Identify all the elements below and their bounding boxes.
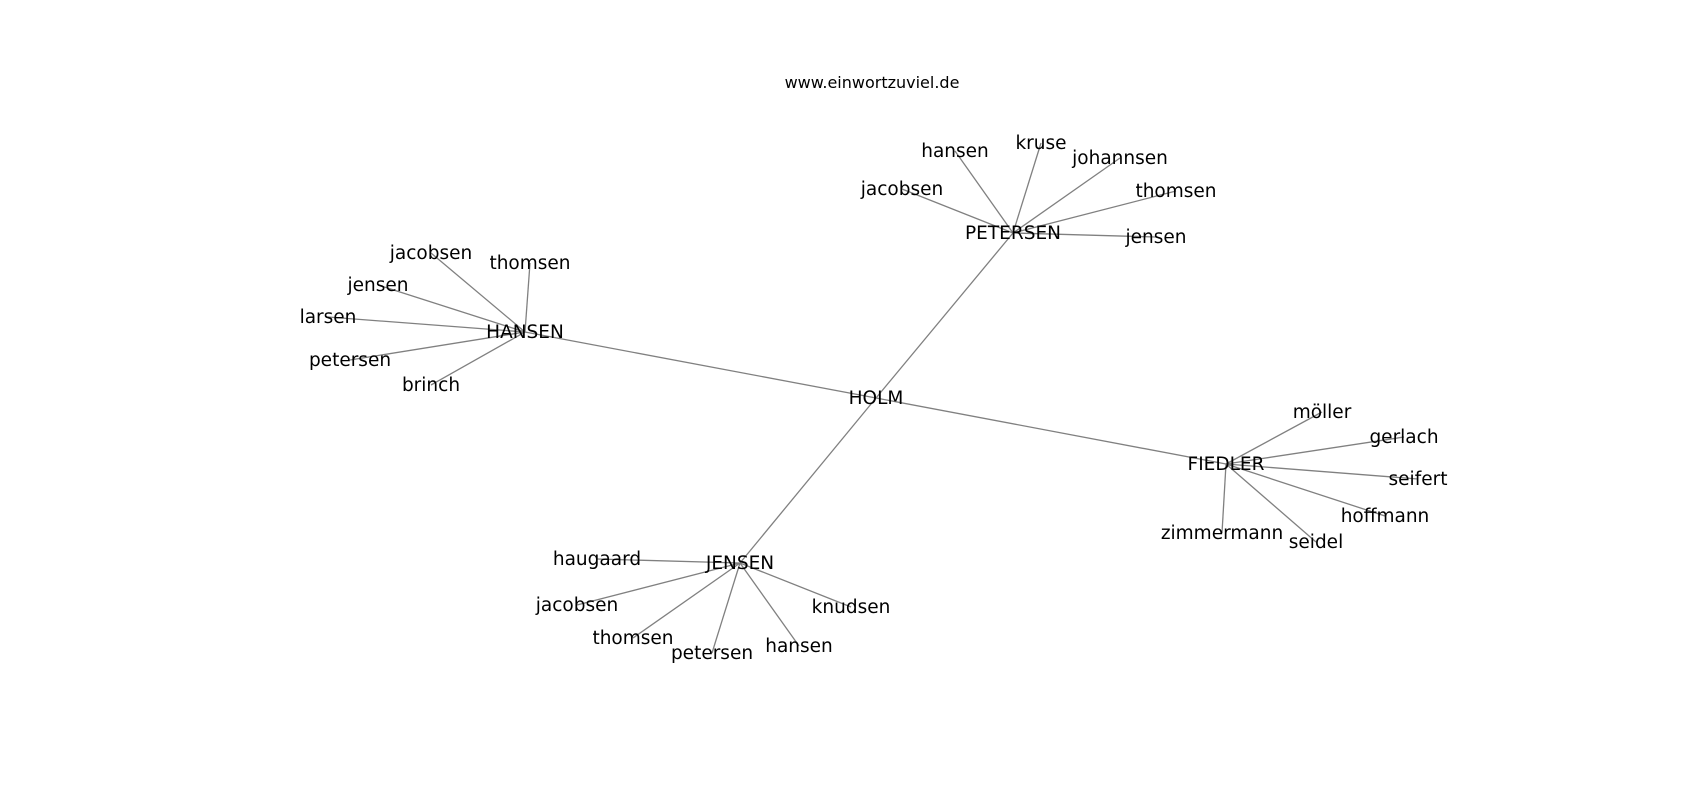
- node-petersen-jacobsen: jacobsen: [860, 179, 943, 200]
- edge-hansen-hansen-petersen: [349, 331, 526, 361]
- edge-jensen-jensen-haugaard: [596, 558, 741, 564]
- node-fiedler: FIEDLER: [1188, 454, 1265, 475]
- node-hansen-thomsen: thomsen: [489, 253, 570, 274]
- node-fiedler-hoffmann: hoffmann: [1341, 506, 1430, 527]
- node-jensen-jacobsen: jacobsen: [535, 595, 618, 616]
- edge-fiedler-fiedler-seidel: [1225, 463, 1317, 543]
- edge-holm-petersen: [875, 232, 1014, 399]
- node-jensen-hansen: hansen: [765, 636, 833, 657]
- edge-fiedler-fiedler-gerlach: [1225, 436, 1405, 465]
- edge-fiedler-fiedler-seifert: [1225, 463, 1419, 480]
- node-petersen: PETERSEN: [965, 223, 1061, 244]
- edge-petersen-petersen-thomsen: [1012, 190, 1177, 234]
- node-petersen-johannsen: johannsen: [1071, 148, 1168, 169]
- node-hansen-jensen: jensen: [347, 275, 409, 296]
- edge-jensen-jensen-hansen: [739, 562, 800, 647]
- edge-jensen-jensen-petersen: [711, 562, 741, 654]
- edge-hansen-hansen-jacobsen: [430, 252, 526, 333]
- edge-jensen-jensen-jacobsen: [576, 562, 741, 606]
- edge-petersen-petersen-kruse: [1012, 142, 1042, 234]
- edge-hansen-hansen-thomsen: [524, 262, 531, 333]
- node-jensen: JENSEN: [705, 553, 774, 574]
- edge-holm-jensen: [739, 397, 877, 564]
- edge-jensen-jensen-knudsen: [739, 562, 852, 608]
- node-petersen-kruse: kruse: [1015, 133, 1066, 154]
- edge-fiedler-fiedler-zimmermann: [1221, 463, 1227, 534]
- node-jensen-haugaard: haugaard: [553, 549, 641, 570]
- node-hansen-larsen: larsen: [300, 307, 357, 328]
- node-fiedler-seidel: seidel: [1289, 532, 1343, 553]
- edge-fiedler-fiedler-hoffmann: [1225, 463, 1386, 517]
- edge-layer: [327, 142, 1419, 654]
- edge-petersen-petersen-hansen: [954, 150, 1014, 234]
- node-fiedler-seifert: seifert: [1389, 469, 1448, 490]
- label-layer: HOLM PETERSEN HANSEN FIEDLER JENSEN hansen kru…: [300, 133, 1448, 664]
- node-fiedler-zimmermann: zimmermann: [1161, 523, 1283, 544]
- node-fiedler-gerlach: gerlach: [1369, 427, 1438, 448]
- node-fiedler-moeller: möller: [1293, 402, 1352, 423]
- node-petersen-hansen: hansen: [921, 141, 989, 162]
- edge-hansen-hansen-larsen: [327, 316, 526, 333]
- node-petersen-thomsen: thomsen: [1135, 181, 1216, 202]
- node-jensen-knudsen: knudsen: [812, 597, 891, 618]
- node-jensen-petersen: petersen: [671, 643, 753, 664]
- node-hansen-jacobsen: jacobsen: [389, 243, 472, 264]
- edge-hansen-hansen-jensen: [377, 284, 526, 333]
- node-jensen-thomsen: thomsen: [592, 628, 673, 649]
- site-title: www.einwortzuviel.de: [785, 73, 960, 92]
- edge-hansen-hansen-brinch: [430, 331, 526, 386]
- edge-holm-fiedler: [875, 397, 1227, 465]
- edge-jensen-jensen-thomsen: [632, 562, 741, 639]
- node-hansen-brinch: brinch: [402, 375, 460, 396]
- node-hansen: HANSEN: [486, 322, 564, 343]
- node-holm: HOLM: [849, 388, 904, 409]
- edge-petersen-petersen-johannsen: [1012, 157, 1121, 234]
- edge-petersen-petersen-jacobsen: [901, 188, 1014, 234]
- edge-petersen-petersen-jensen: [1012, 232, 1157, 238]
- edge-holm-hansen: [524, 331, 877, 399]
- node-hansen-petersen: petersen: [309, 350, 391, 371]
- node-petersen-jensen: jensen: [1125, 227, 1187, 248]
- edge-fiedler-fiedler-moeller: [1225, 411, 1323, 465]
